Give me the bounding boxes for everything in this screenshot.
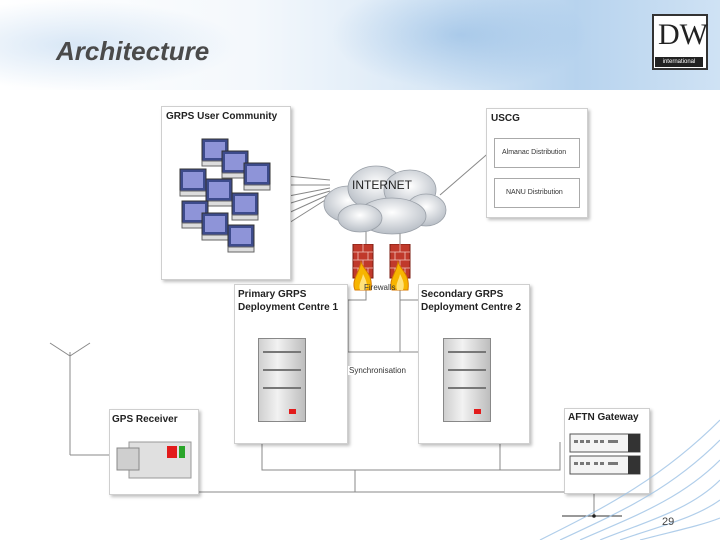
uscg-label: USCG <box>491 113 520 124</box>
computer-icon <box>201 212 229 241</box>
synchronisation-label: Synchronisation <box>348 366 407 375</box>
nanu-distribution-box <box>494 178 580 208</box>
computer-icon <box>227 224 255 253</box>
header-cloud-decoration <box>330 0 590 90</box>
primary-centre-label-line1: Primary GRPS <box>238 289 307 300</box>
gps-receiver-label: GPS Receiver <box>112 414 178 425</box>
computer-icon <box>179 168 207 197</box>
almanac-distribution-label: Almanac Distribution <box>502 149 567 156</box>
computer-icon <box>205 178 233 207</box>
aftn-gateway-label: AFTN Gateway <box>568 412 639 423</box>
slide-header <box>0 0 720 90</box>
server-status-led <box>289 409 296 414</box>
logo-initials: DW <box>658 18 708 51</box>
internet-cloud <box>323 165 447 235</box>
header-cloud-decoration-left <box>0 0 240 90</box>
firewall-icon <box>389 244 411 291</box>
computer-icon <box>231 192 259 221</box>
network-switch-icon <box>569 433 641 475</box>
company-logo: DW international <box>652 14 708 70</box>
slide-title: Architecture <box>56 36 210 66</box>
gps-receiver-device-icon <box>116 441 192 479</box>
secondary-server-icon <box>443 338 491 422</box>
primary-centre-label-line2: Deployment Centre 1 <box>238 302 339 313</box>
user-community-computers <box>179 138 271 253</box>
logo-subtitle: international <box>655 57 703 67</box>
computer-icon <box>243 162 271 191</box>
primary-server-icon <box>258 338 306 422</box>
server-status-led <box>474 409 481 414</box>
secondary-centre-label-line1: Secondary GRPS <box>421 289 504 300</box>
user-community-label: GRPS User Community <box>166 111 278 122</box>
corner-wave-decoration <box>539 419 720 540</box>
computer-icon <box>221 150 249 179</box>
internet-label: INTERNET <box>352 178 412 192</box>
firewalls-label: Firewalls <box>364 283 396 292</box>
nanu-distribution-label: NANU Distribution <box>506 189 563 196</box>
almanac-distribution-box <box>494 138 580 168</box>
secondary-centre-label-line2: Deployment Centre 2 <box>421 302 522 313</box>
firewall-icon <box>352 244 374 291</box>
page-number: 29 <box>662 516 675 528</box>
